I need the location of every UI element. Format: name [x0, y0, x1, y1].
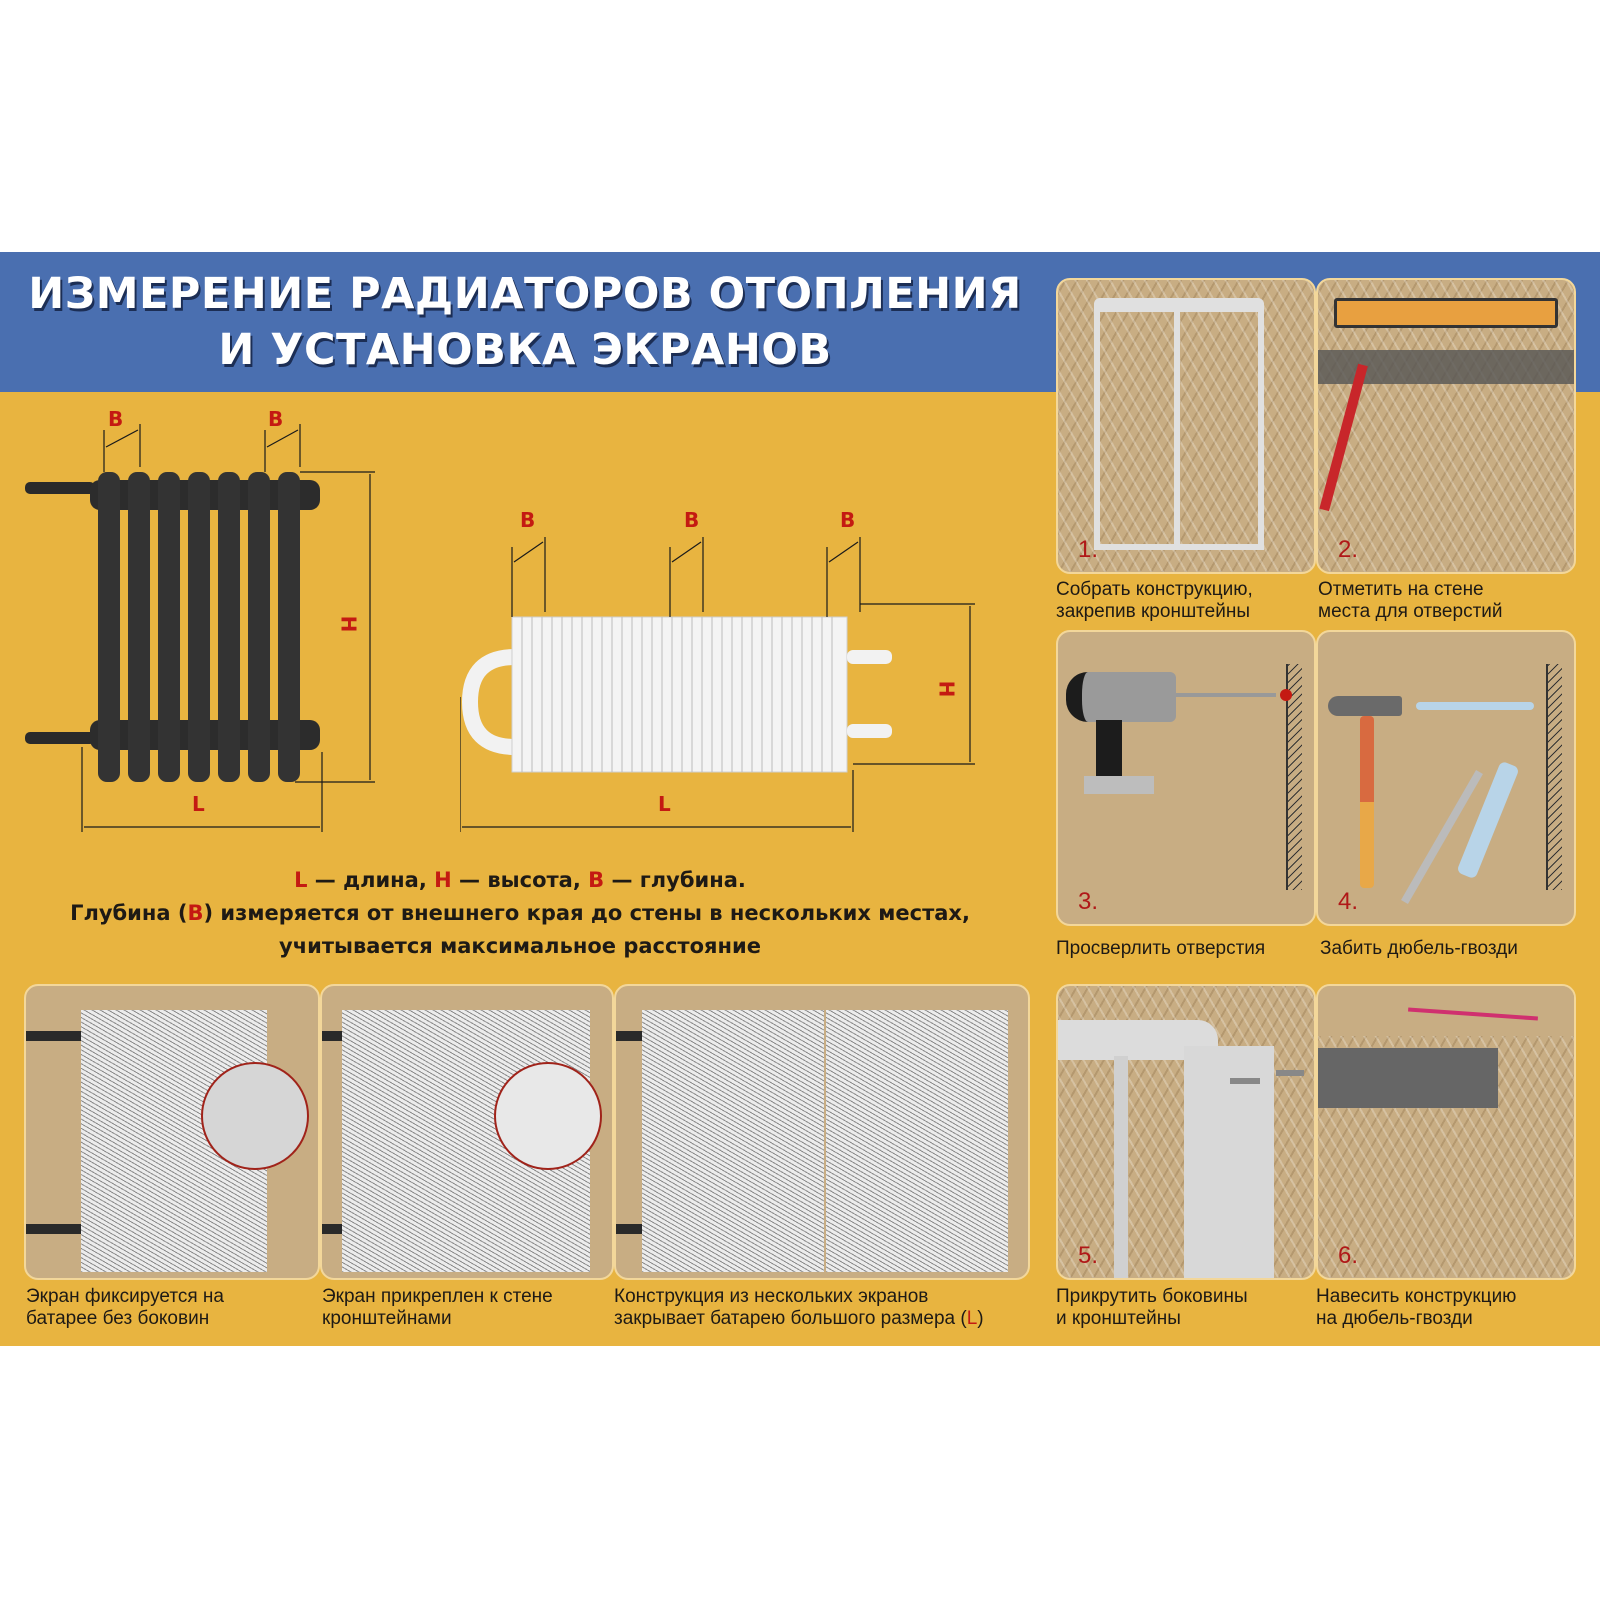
- pipe: [616, 1224, 642, 1234]
- step-number: 2.: [1338, 536, 1359, 563]
- height-label: H: [336, 615, 361, 633]
- step-caption-2: Отметить на стене места для отверстий: [1318, 579, 1503, 622]
- drill-battery: [1084, 776, 1154, 794]
- step-panel-6: 6.: [1316, 984, 1576, 1280]
- step-caption-3: Просверлить отверстия: [1056, 938, 1266, 959]
- zoom-detail-circle: [201, 1062, 309, 1170]
- measurement-legend: L — длина, H — высота, B — глубина. Глуб…: [40, 864, 1000, 963]
- level-tool-icon: [1334, 298, 1558, 328]
- legend-line-2: Глубина (B) измеряется от внешнего края …: [70, 901, 970, 925]
- depth-label: B: [268, 407, 284, 431]
- dowel-nail-icon: [1416, 702, 1534, 710]
- drill-bit: [1176, 693, 1276, 697]
- depth-label: B: [108, 407, 124, 431]
- page-title: ИЗМЕРЕНИЕ РАДИАТОРОВ ОТОПЛЕНИЯ И УСТАНОВ…: [0, 266, 1050, 378]
- step-panel-1: 1.: [1056, 278, 1316, 574]
- legend-line-3: учитывается максимальное расстояние: [279, 934, 761, 958]
- step-panel-5: 5.: [1056, 984, 1316, 1280]
- title-line-2: И УСТАНОВКА ЭКРАНОВ: [218, 325, 832, 375]
- poster: ИЗМЕРЕНИЕ РАДИАТОРОВ ОТОПЛЕНИЯ И УСТАНОВ…: [0, 252, 1600, 1346]
- example-panel-multi-screen: [614, 984, 1030, 1280]
- height-label: H: [934, 680, 959, 698]
- wall-hatch-icon: [1546, 664, 1562, 890]
- divider: [1174, 298, 1180, 550]
- wall-hatch-icon: [1286, 664, 1302, 890]
- example-caption-clip-on: Экран фиксируется на батарее без боковин: [26, 1286, 224, 1329]
- side-panel-icon: [1184, 1046, 1274, 1278]
- screen-side-frame: [1114, 1056, 1128, 1278]
- pipe: [616, 1031, 642, 1041]
- cast-iron-radiator-icon: [25, 424, 375, 832]
- depth-label: B: [684, 508, 700, 532]
- step-number: 6.: [1338, 1242, 1359, 1269]
- radiator-screen-icon: [642, 1010, 824, 1272]
- step-number: 1.: [1078, 536, 1099, 563]
- example-caption-wall-bracket: Экран прикреплен к стене кронштейнами: [322, 1286, 553, 1329]
- pipe: [322, 1031, 352, 1041]
- step-caption-1: Собрать конструкцию, закрепив кронштейны: [1056, 579, 1253, 622]
- step-caption-4: Забить дюбель-гвозди: [1320, 938, 1518, 959]
- legend-line-1: L — длина, H — высота, B — глубина.: [294, 868, 746, 892]
- drill-handle: [1096, 720, 1122, 780]
- pipe: [322, 1224, 352, 1234]
- convector-diagram: B B B H L: [459, 502, 1020, 862]
- length-label: L: [658, 792, 671, 816]
- dowel-icon: [1456, 760, 1520, 880]
- drill-icon: [1066, 672, 1176, 722]
- bracket-icon: [1318, 1048, 1498, 1108]
- depth-label: B: [520, 508, 536, 532]
- step-panel-4: 4.: [1316, 630, 1576, 926]
- drill-point-marker: [1280, 689, 1292, 701]
- step-number: 5.: [1078, 1242, 1099, 1269]
- example-panel-wall-bracket: [320, 984, 614, 1280]
- radiator-screen-icon: [826, 1010, 1008, 1272]
- zoom-detail-circle: [494, 1062, 602, 1170]
- length-label: L: [192, 792, 205, 816]
- pipe: [26, 1224, 86, 1234]
- hammer-head-icon: [1328, 696, 1402, 716]
- example-panel-clip-on: [24, 984, 320, 1280]
- screw-icon: [1230, 1078, 1260, 1084]
- title-line-1: ИЗМЕРЕНИЕ РАДИАТОРОВ ОТОПЛЕНИЯ: [28, 269, 1022, 319]
- example-caption-multi-screen: Конструкция из нескольких экранов закрыв…: [614, 1286, 984, 1329]
- step-caption-5: Прикрутить боковины и кронштейны: [1056, 1286, 1248, 1329]
- step-caption-6: Навесить конструкцию на дюбель-гвозди: [1316, 1286, 1517, 1329]
- cast-iron-radiator-diagram: B B H L: [20, 402, 400, 862]
- pencil-icon: [1319, 363, 1368, 512]
- depth-label: B: [840, 508, 856, 532]
- pipe: [26, 1031, 86, 1041]
- hammer-handle-icon: [1360, 716, 1374, 888]
- step-number: 3.: [1078, 888, 1099, 915]
- step-number: 4.: [1338, 888, 1359, 915]
- step-panel-2: 2.: [1316, 278, 1576, 574]
- step-panel-3: 3.: [1056, 630, 1316, 926]
- convector-radiator-icon: [459, 537, 975, 832]
- screw-icon: [1276, 1070, 1304, 1076]
